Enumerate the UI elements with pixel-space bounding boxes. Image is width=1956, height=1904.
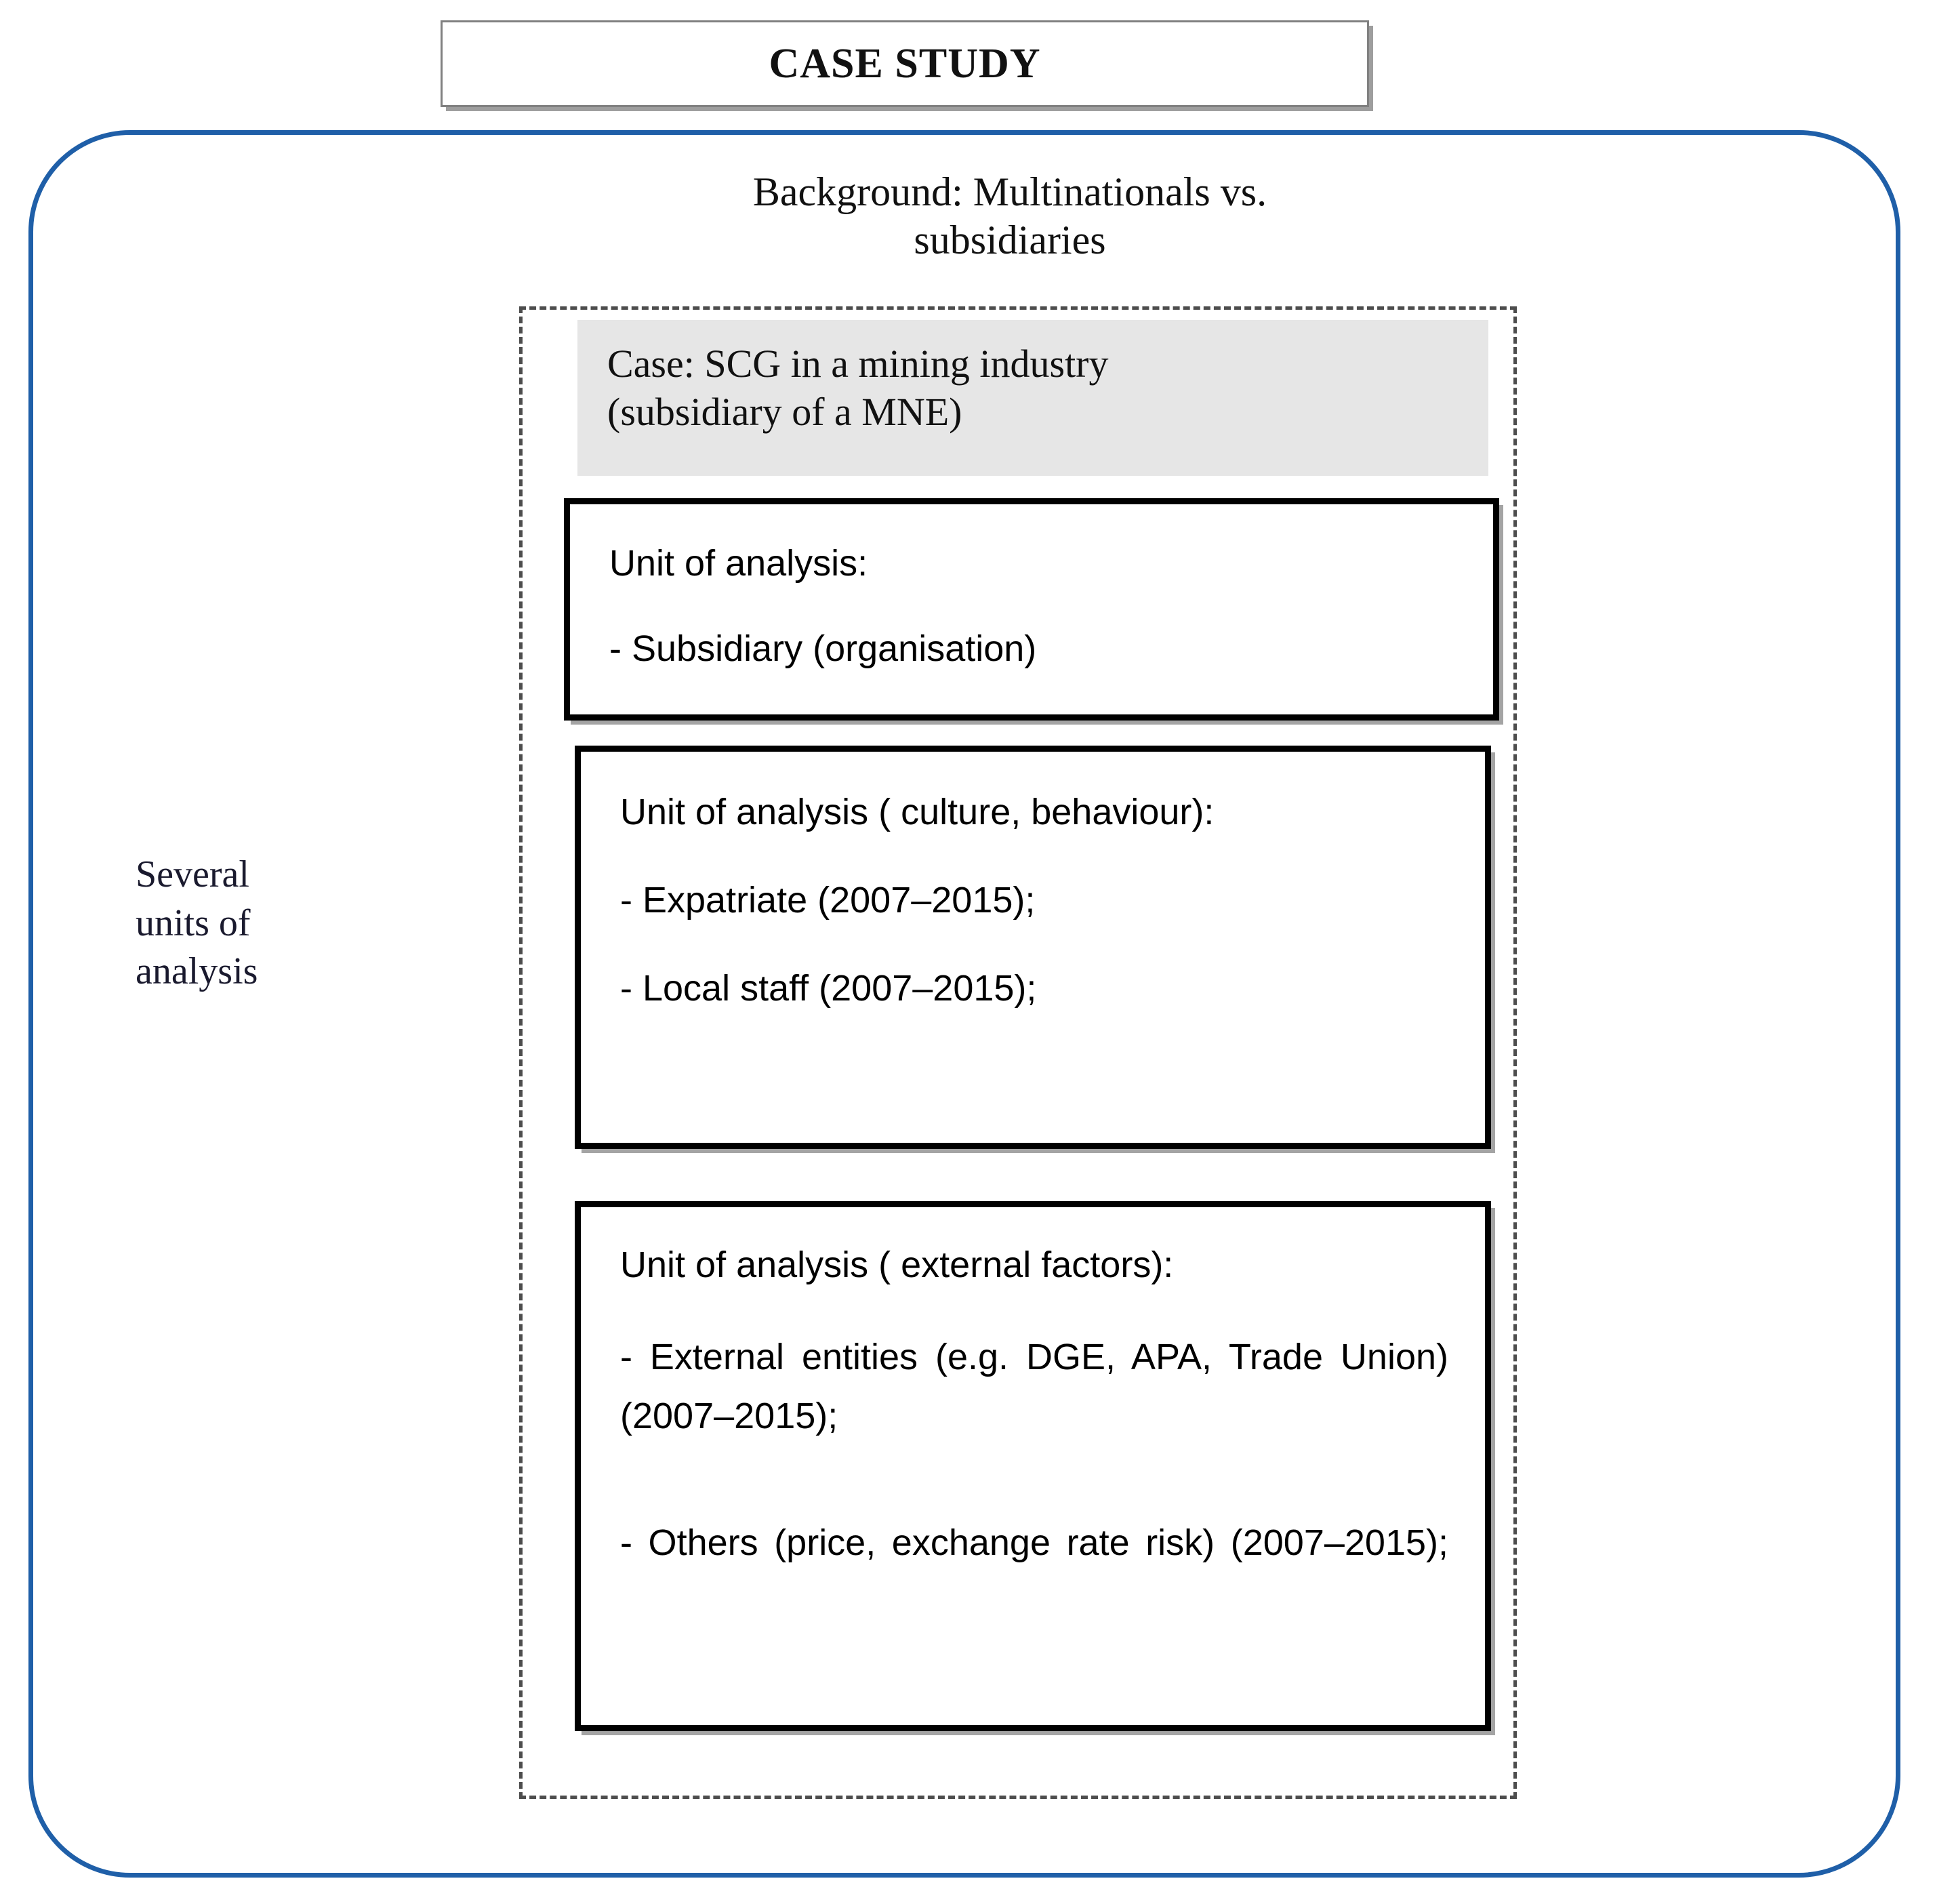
unit-of-analysis-box-culture-behaviour: Unit of analysis ( culture, behaviour): … [575, 746, 1491, 1149]
unit-box-2-heading: Unit of analysis ( culture, behaviour): [620, 792, 1215, 832]
case-band-line-1: Case: SCG in a mining industry [607, 342, 1109, 386]
side-label-line-2: units of [136, 902, 251, 944]
background-heading: Background: Multinationals vs. subsidiar… [529, 168, 1491, 264]
outer-rounded-frame [28, 130, 1900, 1878]
unit-of-analysis-box-organisation: Unit of analysis: - Subsidiary (organisa… [564, 498, 1499, 721]
case-description-band: Case: SCG in a mining industry (subsidia… [577, 320, 1488, 476]
case-band-line-2: (subsidiary of a MNE) [607, 389, 962, 434]
background-heading-line-2: subsidiaries [914, 217, 1106, 262]
case-study-title-box: CASE STUDY [441, 20, 1369, 107]
several-units-of-analysis-label: Several units of analysis [136, 851, 420, 996]
background-heading-line-1: Background: Multinationals vs. [752, 169, 1267, 214]
unit-box-3-heading: Unit of analysis ( external factors): [620, 1244, 1174, 1285]
unit-of-analysis-box-external-factors: Unit of analysis ( external factors): - … [575, 1201, 1491, 1731]
unit-box-1-item-1: - Subsidiary (organisation) [609, 628, 1037, 669]
unit-box-3-item-1: - External entities (e.g. DGE, APA, Trad… [620, 1337, 1448, 1437]
page-title: CASE STUDY [769, 40, 1041, 87]
side-label-line-1: Several [136, 853, 249, 895]
unit-box-1-heading: Unit of analysis: [609, 543, 868, 584]
dashed-case-container [519, 306, 1517, 1799]
unit-box-2-item-2: - Local staff (2007–2015); [620, 968, 1037, 1009]
unit-box-2-item-1: - Expatriate (2007–2015); [620, 880, 1036, 920]
side-label-line-3: analysis [136, 950, 258, 993]
unit-box-3-item-2: - Others (price, exchange rate risk) (20… [620, 1522, 1448, 1564]
